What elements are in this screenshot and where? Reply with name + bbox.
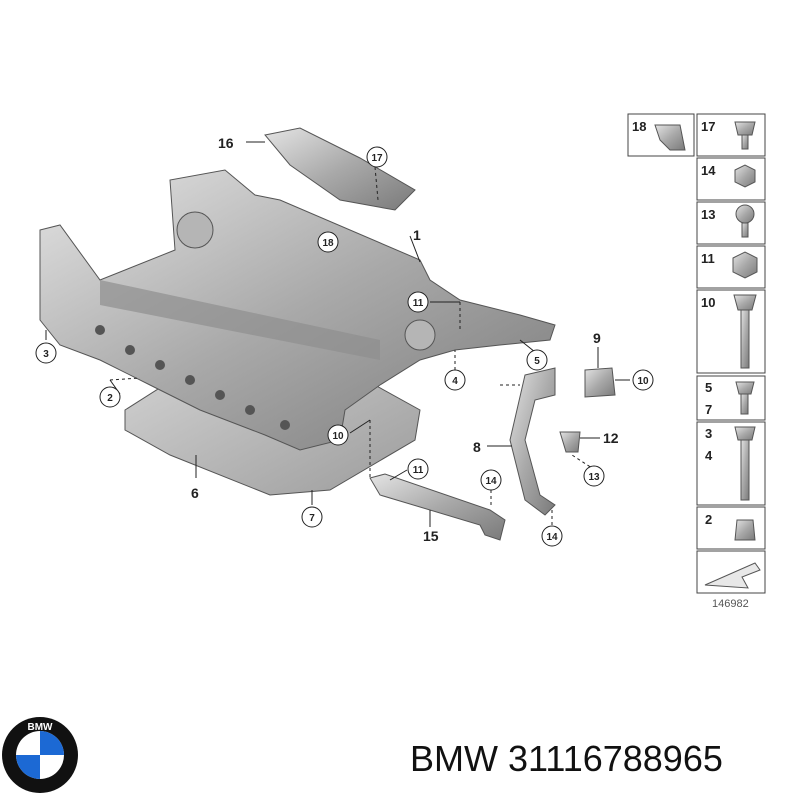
svg-text:17: 17 bbox=[371, 153, 383, 164]
bolt-shank-icon bbox=[741, 134, 749, 150]
bolt-5-7-shank-icon bbox=[740, 393, 749, 415]
flange-bolt-icon bbox=[734, 121, 756, 136]
svg-text:4: 4 bbox=[452, 376, 458, 387]
legend-num-13: 13 bbox=[701, 207, 715, 222]
svg-text:13: 13 bbox=[588, 472, 600, 483]
bolt-3-4-shank-icon bbox=[740, 439, 750, 501]
part-number-caption: BMW 31116788965 bbox=[410, 738, 723, 779]
direction-arrow-icon bbox=[704, 562, 761, 589]
clip-nut-icon bbox=[654, 124, 686, 151]
legend-num-10: 10 bbox=[701, 295, 715, 310]
callout-15: 15 bbox=[423, 528, 439, 544]
frame-mount bbox=[176, 211, 214, 249]
callout-circle-7: 7 bbox=[301, 506, 323, 528]
callout-circle-14-right: 14 bbox=[541, 525, 563, 547]
callout-circle-10-right: 10 bbox=[632, 369, 654, 391]
frame-hole bbox=[155, 360, 165, 370]
ball-joint bbox=[559, 431, 581, 453]
callout-12: 12 bbox=[603, 430, 619, 446]
callout-circle-4: 4 bbox=[444, 369, 466, 391]
legend-cell-13 bbox=[696, 201, 766, 245]
hex-nut-icon bbox=[734, 164, 756, 188]
svg-text:18: 18 bbox=[322, 238, 334, 249]
svg-text:14: 14 bbox=[546, 532, 558, 543]
legend-num-5: 5 bbox=[705, 380, 712, 395]
collar-nut-icon bbox=[732, 251, 758, 279]
frame-hole bbox=[95, 325, 105, 335]
callout-circle-17: 17 bbox=[366, 146, 388, 168]
legend-num-18: 18 bbox=[632, 119, 646, 134]
callout-16: 16 bbox=[218, 135, 234, 151]
legend-num-3: 3 bbox=[705, 426, 712, 441]
callout-circle-14-left: 14 bbox=[480, 469, 502, 491]
legend-num-14: 14 bbox=[701, 163, 716, 178]
tension-strut bbox=[369, 473, 506, 541]
long-bolt-head-icon bbox=[733, 294, 757, 311]
callout-circle-13: 13 bbox=[583, 465, 605, 487]
legend-numbers: 18 17 14 13 11 10 5 7 3 4 2 bbox=[632, 119, 716, 527]
frame-hole bbox=[125, 345, 135, 355]
frame-hole bbox=[215, 390, 225, 400]
leader-lines bbox=[45, 141, 630, 527]
frame-mount bbox=[404, 319, 436, 351]
legend-num-7: 7 bbox=[705, 402, 712, 417]
control-arm bbox=[509, 367, 556, 516]
torx-bolt-head-icon bbox=[735, 204, 755, 224]
legend-cell-3-4 bbox=[696, 421, 766, 506]
bolt-5-7-head-icon bbox=[735, 381, 755, 395]
drawing-number: 146982 bbox=[712, 598, 749, 610]
legend-cell-17 bbox=[696, 113, 766, 157]
frame-crossmember bbox=[100, 280, 380, 360]
callout-circle-11-lower: 11 bbox=[407, 458, 429, 480]
svg-text:3: 3 bbox=[43, 349, 49, 360]
heat-shield bbox=[264, 127, 416, 211]
legend-hardware bbox=[654, 121, 761, 589]
svg-text:11: 11 bbox=[413, 465, 424, 476]
svg-text:10: 10 bbox=[637, 376, 649, 387]
svg-text:5: 5 bbox=[534, 356, 540, 367]
svg-text:2: 2 bbox=[107, 393, 113, 404]
torx-bolt-shank-icon bbox=[741, 222, 749, 238]
bolt-3-4-head-icon bbox=[734, 426, 756, 441]
svg-text:7: 7 bbox=[309, 513, 315, 524]
svg-text:11: 11 bbox=[413, 298, 424, 309]
callout-8: 8 bbox=[473, 439, 481, 455]
callout-1: 1 bbox=[413, 227, 421, 243]
svg-text:14: 14 bbox=[485, 476, 497, 487]
legend-num-17: 17 bbox=[701, 119, 715, 134]
callout-9: 9 bbox=[593, 330, 601, 346]
legend-num-2: 2 bbox=[705, 512, 712, 527]
callout-circle-2: 2 bbox=[99, 386, 121, 408]
rubber-bushing bbox=[584, 367, 616, 398]
callout-circle-18: 18 bbox=[317, 231, 339, 253]
callout-circle-5: 5 bbox=[526, 349, 548, 371]
svg-text:10: 10 bbox=[332, 431, 344, 442]
callout-circle-10-left: 10 bbox=[327, 424, 349, 446]
bmw-logo: BMW bbox=[2, 717, 78, 793]
callout-circle-11: 11 bbox=[407, 291, 429, 313]
callout-6: 6 bbox=[191, 485, 199, 501]
axle-carrier-frame bbox=[39, 169, 556, 451]
frame-hole bbox=[185, 375, 195, 385]
long-bolt-shank-icon bbox=[740, 309, 750, 369]
frame-hole bbox=[245, 405, 255, 415]
legend-num-4: 4 bbox=[705, 448, 713, 463]
frame-hole bbox=[280, 420, 290, 430]
bmw-logo-letters: BMW bbox=[28, 722, 54, 733]
callout-circle-3: 3 bbox=[35, 342, 57, 364]
sleeve-icon bbox=[734, 519, 756, 541]
legend-num-11: 11 bbox=[701, 251, 715, 266]
